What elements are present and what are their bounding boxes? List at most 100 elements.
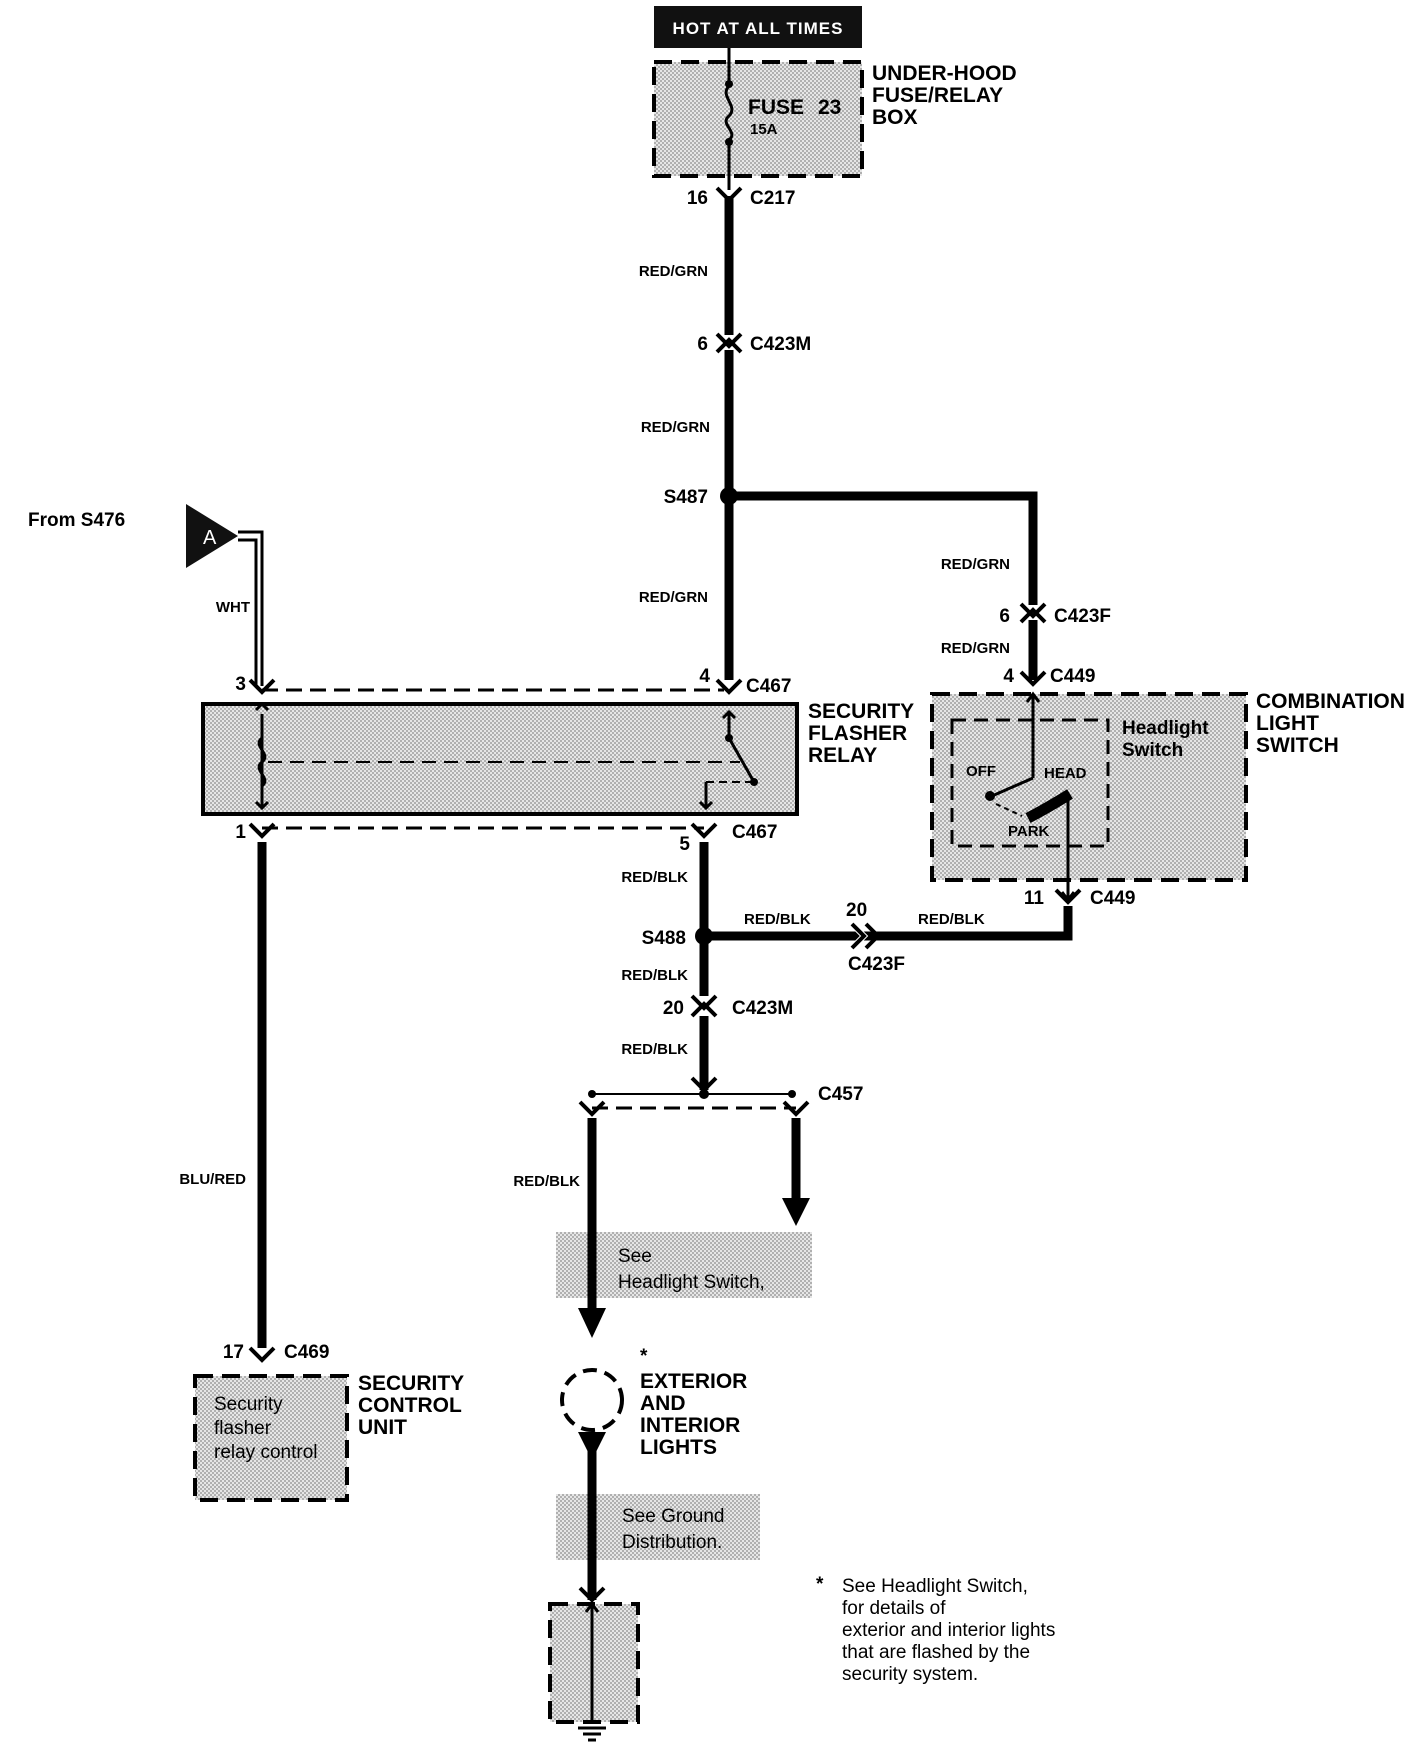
svg-text:6: 6 [999,606,1010,627]
svg-text:C423M: C423M [732,998,793,1019]
wire-label-red-blk: RED/BLK [621,1041,688,1058]
svg-text:C449: C449 [1050,666,1095,687]
svg-text:SWITCH: SWITCH [1256,734,1339,757]
svg-text:17: 17 [223,1342,244,1363]
svg-text:C423F: C423F [1054,606,1111,627]
svg-text:EXTERIOR: EXTERIOR [640,1370,747,1393]
svg-text:3: 3 [235,674,246,695]
connector-c423m-top: 6 C423M [697,332,811,355]
svg-text:Headlight: Headlight [1122,718,1209,739]
svg-text:HEAD: HEAD [1044,765,1087,782]
connector-c449-bottom: 11 C449 [1024,888,1136,909]
connector-c423f-mid-pin: 20 [846,900,867,921]
svg-text:4: 4 [1003,666,1014,687]
svg-text:INTERIOR: INTERIOR [640,1414,740,1437]
svg-text:Switch: Switch [1122,740,1183,761]
hot-at-all-times-badge: HOT AT ALL TIMES [654,6,862,48]
svg-text:SECURITY: SECURITY [808,700,914,723]
svg-text:11: 11 [1024,888,1045,909]
blu-red-wire: BLU/RED [179,842,267,1348]
svg-text:BOX: BOX [872,106,918,129]
ground-block [548,1586,640,1742]
wire-label-red-grn: RED/GRN [639,589,708,606]
connector-c449-top: 4 C449 [1003,666,1095,687]
svg-text:PARK: PARK [1008,823,1050,840]
svg-text:that are flashed by the: that are flashed by the [842,1642,1030,1663]
wire-label-red-blk: RED/BLK [621,869,688,886]
svg-text:RELAY: RELAY [808,744,877,767]
security-control-unit: Security flasher relay control SECURITY … [193,1372,464,1502]
svg-text:CONTROL: CONTROL [358,1394,462,1417]
svg-text:C467: C467 [746,676,791,697]
connector-c423f-right: 6 C423F [999,602,1111,627]
svg-text:*: * [816,1574,824,1595]
svg-text:UNIT: UNIT [358,1416,407,1439]
svg-text:16: 16 [687,188,708,209]
wire-label-red-blk: RED/BLK [621,967,688,984]
svg-text:FLASHER: FLASHER [808,722,907,745]
svg-text:Distribution.: Distribution. [622,1532,722,1553]
svg-text:1: 1 [235,822,246,843]
svg-text:From S476: From S476 [28,510,125,531]
wire-label-red-grn: RED/GRN [639,263,708,280]
svg-text:Security: Security [214,1394,283,1415]
svg-text:See Headlight Switch,: See Headlight Switch, [842,1576,1028,1597]
connector-c457: C457 [578,1076,863,1117]
svg-text:UNDER-HOOD: UNDER-HOOD [872,62,1017,85]
connector-c469: 17 C469 [223,1342,330,1363]
svg-text:4: 4 [699,666,710,687]
branch-right-arrow [782,1118,810,1226]
svg-text:LIGHT: LIGHT [1256,712,1319,735]
svg-text:HOT AT ALL TIMES: HOT AT ALL TIMES [673,19,844,38]
wire-label-red-blk: RED/BLK [918,911,985,928]
svg-text:security system.: security system. [842,1664,978,1685]
svg-text:COMBINATION: COMBINATION [1256,690,1405,713]
connector-c423f-mid-name: C423F [848,954,905,975]
svg-text:OFF: OFF [966,763,996,780]
combination-light-switch: OFF HEAD PARK Headlight Switch COMBINATI… [930,690,1405,903]
svg-text:C467: C467 [732,822,777,843]
connector-c423m-mid: 20 C423M [663,994,793,1019]
red-blk-trunk [695,842,1073,1090]
svg-text:BLU/RED: BLU/RED [179,1171,246,1188]
svg-text:C457: C457 [818,1084,863,1105]
see-headlight-switch-note: See Headlight Switch, [556,1232,812,1298]
svg-text:See Ground: See Ground [622,1506,724,1527]
wire-label-red-grn: RED/GRN [941,556,1010,573]
svg-text:FUSE/RELAY: FUSE/RELAY [872,84,1003,107]
see-ground-distribution-note: See Ground Distribution. [556,1494,760,1560]
svg-text:C469: C469 [284,1342,329,1363]
wire-label-red-grn: RED/GRN [641,419,710,436]
footnote: * See Headlight Switch, for details of e… [816,1574,1055,1685]
svg-text:C423M: C423M [750,334,811,355]
svg-text:6: 6 [697,334,708,355]
security-flasher-relay: 3 4 C467 SECURITY FLASHER RELAY 1 5 C467 [201,666,914,855]
wire-label-red-blk: RED/BLK [513,1173,580,1190]
svg-text:C217: C217 [750,188,795,209]
wire-label-red-grn: RED/GRN [941,640,1010,657]
fuse-label: FUSE [748,96,804,119]
svg-text:20: 20 [663,998,684,1019]
svg-text:relay control: relay control [214,1442,318,1463]
svg-text:*: * [640,1346,648,1367]
svg-text:Headlight Switch,: Headlight Switch, [618,1272,765,1293]
splice-s488: S488 [642,928,686,949]
svg-text:S487: S487 [664,487,708,508]
svg-text:exterior and interior lights: exterior and interior lights [842,1620,1055,1641]
svg-text:for details of: for details of [842,1598,946,1619]
connector-c217: 16 C217 [687,186,795,209]
svg-text:See: See [618,1246,652,1267]
under-hood-fuse-relay-box: FUSE 23 15A UNDER-HOOD FUSE/RELAY BOX [652,48,1017,190]
fuse-number: 23 [818,96,841,119]
wire-s487-to-combination-switch [729,491,1038,680]
svg-text:flasher: flasher [214,1418,272,1439]
svg-text:A: A [203,527,217,549]
branch-left-wire [578,1118,606,1338]
svg-text:C449: C449 [1090,888,1135,909]
svg-text:WHT: WHT [216,599,250,616]
svg-text:5: 5 [679,834,690,855]
exterior-interior-lights: * EXTERIOR AND INTERIOR LIGHTS [560,1346,747,1600]
from-s476-reference: From S476 A WHT [28,504,264,686]
svg-text:LIGHTS: LIGHTS [640,1436,717,1459]
